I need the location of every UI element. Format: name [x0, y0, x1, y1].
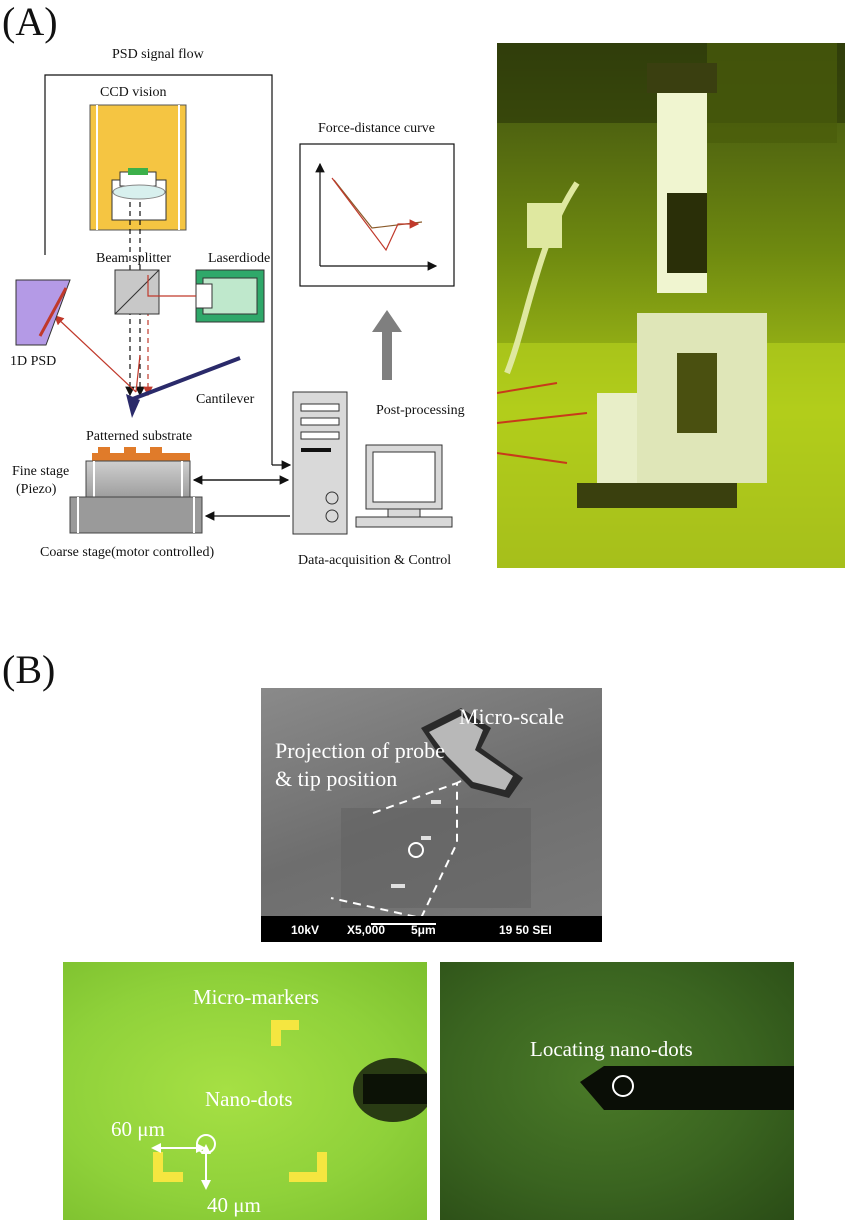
located-nano-dot: [612, 1075, 634, 1097]
sem-scale: 5μm: [411, 923, 436, 937]
coarse-stage-label: Coarse stage(motor controlled): [40, 545, 215, 560]
probe-projection-outline: [330, 781, 458, 920]
psd-signal-line: [44, 74, 273, 465]
fine-stage: [85, 460, 191, 498]
patterned-substrate-label: Patterned substrate: [86, 429, 192, 444]
dim-y-label: 40 μm: [207, 1193, 261, 1217]
psd-label: 1D PSD: [10, 354, 56, 369]
locating-label: Locating nano-dots: [530, 1037, 693, 1061]
sem-image: Micro-scale Projection of probe & tip po…: [261, 688, 602, 942]
optical-image-left: Micro-markers Nano-dots 60 μm 40 μm: [63, 962, 427, 1220]
up-arrow-icon: [372, 310, 402, 380]
coarse-stage: [69, 496, 203, 534]
projection-label-1: Projection of probe: [275, 738, 445, 763]
panel-b-label: (B): [2, 647, 56, 692]
post-processing-label: Post-processing: [376, 403, 465, 418]
projection-label-2: & tip position: [275, 766, 397, 791]
instrument-photo: [497, 43, 845, 568]
nano-dots-label: Nano-dots: [205, 1087, 293, 1111]
panel-a-label: (A): [2, 0, 58, 44]
laser-path: [147, 275, 196, 297]
patterned-substrate: [92, 447, 190, 461]
cantilever-label: Cantilever: [196, 392, 255, 407]
ccd-vision-label: CCD vision: [100, 85, 167, 100]
monitor: [355, 444, 453, 528]
micro-marker-top-left: [271, 1020, 299, 1046]
dim-x-label: 60 μm: [111, 1117, 165, 1141]
micro-markers-label: Micro-markers: [193, 985, 319, 1009]
force-distance-label: Force-distance curve: [318, 121, 435, 136]
beam-splitter-label: Beam splitter: [96, 251, 171, 266]
sem-session: 19 50 SEI: [499, 923, 552, 937]
micro-marker-bottom-left: [153, 1152, 183, 1182]
psd-signal-flow-label: PSD signal flow: [112, 47, 205, 62]
ccd-camera: [89, 104, 187, 231]
micro-marker-bottom-right: [289, 1152, 327, 1182]
cantilever: [126, 356, 241, 418]
sem-info-bar: [261, 916, 602, 942]
beam-splitter: [114, 269, 160, 315]
tip-position-marker: [408, 842, 424, 858]
force-distance-plot: [299, 143, 455, 287]
laserdiode-label: Laserdiode: [208, 251, 270, 266]
sem-voltage: 10kV: [291, 923, 319, 937]
micro-scale-label: Micro-scale: [459, 704, 564, 729]
setup-schematic: PSD signal flow CCD vision Beam splitter…: [10, 47, 465, 568]
optical-image-right: Locating nano-dots: [440, 962, 794, 1220]
computer-tower: [292, 391, 348, 535]
fine-stage-label-2: (Piezo): [16, 482, 57, 497]
fine-stage-label-1: Fine stage: [12, 464, 69, 479]
data-acquisition-label: Data-acquisition & Control: [298, 553, 451, 568]
laser-diode: [195, 269, 265, 323]
psd-detector: [15, 279, 71, 346]
sem-magnification: X5,000: [347, 923, 385, 937]
